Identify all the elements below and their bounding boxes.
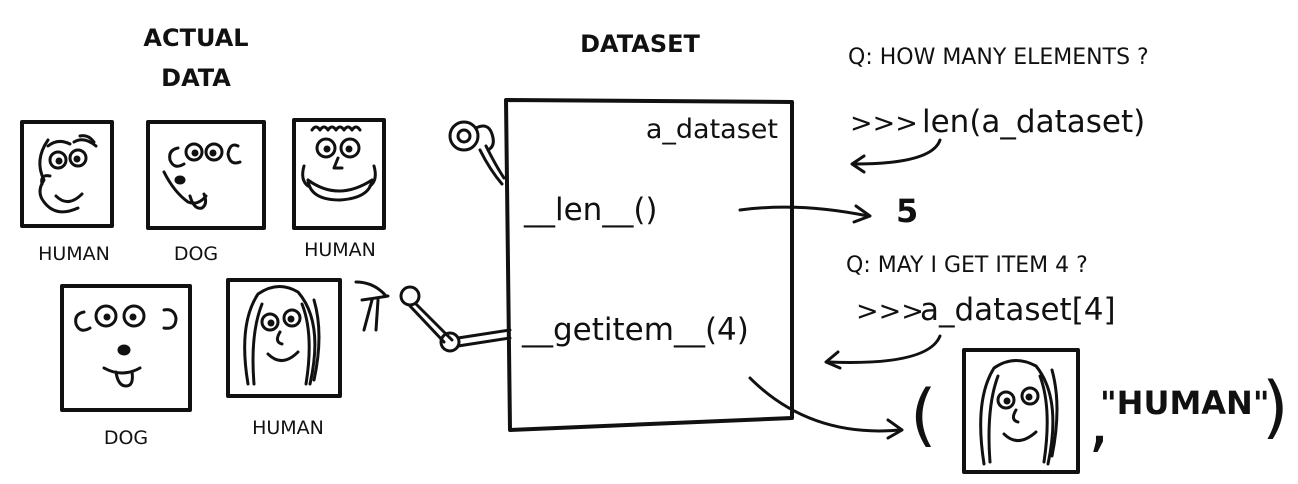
sample-label: DOG [104, 427, 148, 449]
len-call: len(a_dataset) [922, 104, 1145, 140]
arrow-item-result [748, 376, 902, 433]
question-len: Q: HOW MANY ELEMENTS ? [848, 45, 1149, 70]
sample-frame [20, 120, 114, 228]
human-face-icon [243, 285, 321, 386]
sample-frame [146, 120, 266, 230]
sample-card-dog-1: DOG [146, 120, 266, 265]
sample-card-human-3: HUMAN [226, 278, 342, 439]
dog-face-icon [162, 142, 242, 210]
human-face-icon [301, 125, 377, 202]
result-sample-card [962, 348, 1080, 474]
sample-label: HUMAN [304, 239, 376, 261]
dataset-heading: DATASET [580, 30, 700, 58]
arrow-item-result-head [886, 418, 904, 440]
sample-label: DOG [174, 243, 218, 265]
tuple-open-paren: ( [910, 376, 937, 455]
human-face-icon [38, 134, 98, 214]
robot-arm-small-icon [448, 120, 506, 186]
dataset-box-outline [504, 98, 794, 432]
dog-face-icon [74, 304, 178, 388]
arrow-len-call-head [850, 154, 866, 174]
dataset-box: a_dataset __len__() __getitem__(4) [504, 98, 794, 432]
robot-arm-icon [354, 280, 512, 353]
actual-data-heading-line2: DATA [161, 64, 231, 92]
len-prompt: >>> [850, 108, 918, 139]
sample-card-human-2: HUMAN [292, 118, 386, 261]
human-face-icon [979, 359, 1059, 466]
arrow-len-result [738, 205, 870, 218]
tuple-comma: , [1088, 382, 1110, 461]
len-answer: 5 [896, 192, 918, 230]
result-sample-frame [962, 348, 1080, 474]
sample-card-dog-2: DOG [60, 284, 192, 449]
arrow-len-call [852, 138, 942, 166]
sample-label: HUMAN [252, 417, 324, 439]
sample-frame [292, 118, 386, 230]
sample-card-human-1: HUMAN [20, 120, 114, 265]
question-item: Q: MAY I GET ITEM 4 ? [846, 253, 1088, 278]
arrow-item-call [826, 334, 942, 364]
actual-data-heading-line1: ACTUAL [143, 24, 248, 52]
len-method: __len__() [523, 192, 658, 228]
arrow-item-call-head [824, 350, 842, 370]
item-prompt: >>> [856, 296, 924, 327]
arrow-len-result-head [852, 204, 872, 224]
tuple-close-paren: ) [1262, 368, 1289, 447]
dataset-name: a_dataset [646, 114, 778, 145]
getitem-method: __getitem__(4) [521, 312, 749, 348]
item-call: a_dataset[4] [920, 292, 1116, 328]
sample-label: HUMAN [38, 243, 110, 265]
result-label: "HUMAN" [1100, 384, 1270, 422]
sample-frame [226, 278, 342, 398]
sample-frame [60, 284, 192, 412]
